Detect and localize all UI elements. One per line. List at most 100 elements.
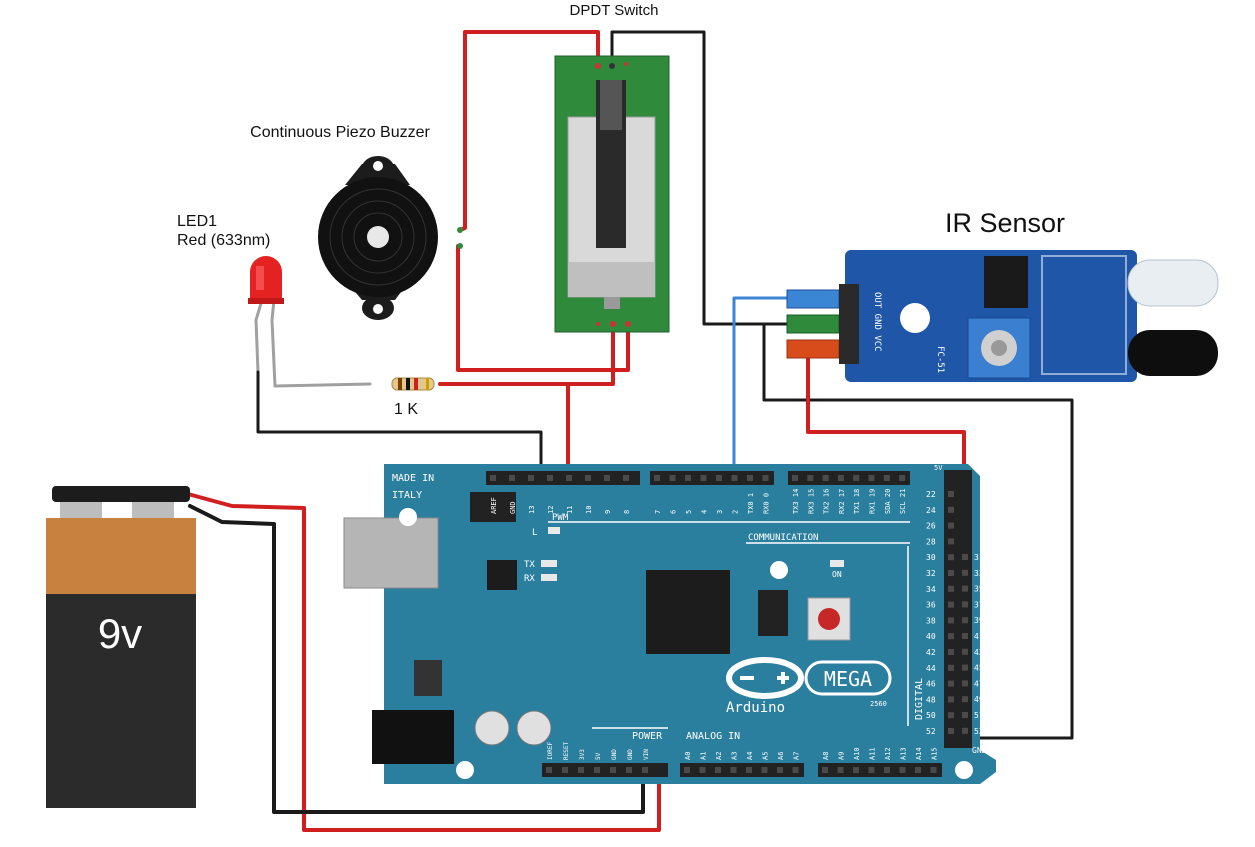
header-pin[interactable] xyxy=(715,767,721,773)
led-name-label: LED1 xyxy=(177,213,217,230)
header-pin[interactable] xyxy=(948,554,954,561)
header-pin[interactable] xyxy=(948,491,954,497)
header-pin[interactable] xyxy=(746,767,752,773)
header-pin[interactable] xyxy=(490,475,496,481)
header-pin[interactable] xyxy=(699,767,706,773)
pin-label: 11 xyxy=(566,506,574,514)
header-pin[interactable] xyxy=(962,569,968,576)
header-pin[interactable] xyxy=(623,475,629,481)
header-pin[interactable] xyxy=(807,475,814,481)
header-pin[interactable] xyxy=(669,475,676,481)
header-pin[interactable] xyxy=(528,475,534,481)
pin-label: GND xyxy=(627,749,634,760)
header-pin[interactable] xyxy=(948,506,954,513)
header-pin[interactable] xyxy=(730,767,737,773)
header-pin[interactable] xyxy=(962,648,968,655)
pin-label: 51 xyxy=(974,711,984,720)
pin-label: RX1 19 xyxy=(869,489,877,514)
header-pin[interactable] xyxy=(546,767,552,773)
header-pin[interactable] xyxy=(948,728,954,734)
header-pin[interactable] xyxy=(578,767,584,773)
header-pin[interactable] xyxy=(777,767,783,773)
header-pin[interactable] xyxy=(930,767,937,773)
header-pin[interactable] xyxy=(684,767,690,773)
header-power xyxy=(542,763,668,777)
header-pin[interactable] xyxy=(837,767,844,773)
header-pin[interactable] xyxy=(654,475,660,481)
header-pin[interactable] xyxy=(868,767,875,773)
header-pin[interactable] xyxy=(948,696,954,703)
pin-label: 22 xyxy=(926,490,936,499)
header-pin[interactable] xyxy=(948,649,954,655)
pin-label: 5 xyxy=(685,510,693,514)
header-pin[interactable] xyxy=(962,633,968,639)
header-pin[interactable] xyxy=(948,617,954,624)
wire-ir-gnd-board xyxy=(762,322,1074,740)
header-pin[interactable] xyxy=(547,475,553,481)
header-pin[interactable] xyxy=(884,767,890,773)
header-pin[interactable] xyxy=(792,475,798,481)
header-pin[interactable] xyxy=(899,767,906,773)
header-pin[interactable] xyxy=(948,633,954,640)
header-pin[interactable] xyxy=(962,601,968,608)
wire-led-cathode xyxy=(254,298,264,374)
brand-label: Arduino xyxy=(726,700,785,716)
pin-label: 50 xyxy=(926,711,936,720)
header-pin[interactable] xyxy=(642,767,648,773)
header-pin[interactable] xyxy=(604,475,610,481)
pin-label: A14 xyxy=(915,747,923,760)
header-pin[interactable] xyxy=(822,767,828,773)
pin-label: 52 xyxy=(926,727,936,736)
header-pin[interactable] xyxy=(962,680,968,687)
header-pin[interactable] xyxy=(868,475,875,481)
header-pin[interactable] xyxy=(594,767,600,773)
dpdt-switch[interactable] xyxy=(554,55,670,333)
header-pin[interactable] xyxy=(948,522,954,529)
header-pin[interactable] xyxy=(962,585,968,592)
header-pin[interactable] xyxy=(792,767,799,773)
pin-label: TX2 16 xyxy=(823,489,831,514)
pin-label: 12 xyxy=(547,506,555,514)
header-pin[interactable] xyxy=(962,712,968,718)
header-pin[interactable] xyxy=(962,727,968,734)
header-pin[interactable] xyxy=(837,475,844,481)
header-pin[interactable] xyxy=(685,475,691,481)
header-pin[interactable] xyxy=(948,664,954,671)
header-pin[interactable] xyxy=(948,585,954,592)
pin-label: RX0 0 xyxy=(763,493,771,514)
pin-label: VIN xyxy=(643,749,650,760)
pin-label: A4 xyxy=(746,752,754,760)
header-pin[interactable] xyxy=(853,767,859,773)
header-pin[interactable] xyxy=(700,475,707,481)
header-pin[interactable] xyxy=(626,767,632,773)
pin-label: TX0 1 xyxy=(747,493,755,514)
header-pin[interactable] xyxy=(883,475,890,481)
header-pin[interactable] xyxy=(948,570,954,576)
pin-label: 37 xyxy=(974,600,984,609)
header-pin[interactable] xyxy=(566,475,572,481)
header-pin[interactable] xyxy=(509,475,515,481)
header-pin[interactable] xyxy=(562,767,568,773)
header-pin[interactable] xyxy=(762,475,769,481)
header-pin[interactable] xyxy=(962,664,968,671)
header-pin[interactable] xyxy=(915,767,921,773)
header-pin[interactable] xyxy=(747,475,753,481)
header-pin[interactable] xyxy=(948,712,954,719)
header-pin[interactable] xyxy=(899,475,906,481)
ir-label: IR Sensor xyxy=(945,208,1065,238)
led-desc-label: Red (633nm) xyxy=(177,232,270,249)
switch-knob[interactable] xyxy=(600,80,622,130)
header-pin[interactable] xyxy=(585,475,591,481)
header-pin[interactable] xyxy=(948,601,954,608)
header-pin[interactable] xyxy=(853,475,860,481)
header-pin[interactable] xyxy=(731,475,738,481)
header-pin[interactable] xyxy=(948,680,954,687)
header-pin[interactable] xyxy=(962,554,968,560)
header-pin[interactable] xyxy=(610,767,616,773)
header-pin[interactable] xyxy=(948,538,954,545)
header-pin[interactable] xyxy=(962,696,968,703)
header-pin[interactable] xyxy=(822,475,829,481)
header-pin[interactable] xyxy=(962,617,968,624)
header-pin[interactable] xyxy=(716,475,722,481)
header-pin[interactable] xyxy=(761,767,768,773)
